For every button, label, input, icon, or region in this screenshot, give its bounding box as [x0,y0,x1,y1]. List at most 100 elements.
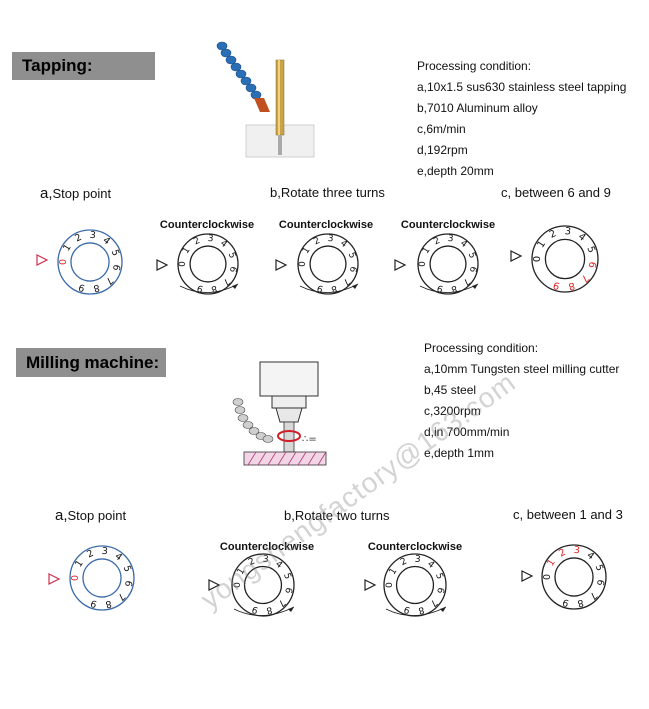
dial-digit-1: 1 [387,566,399,577]
dial-digit-7: 7 [578,272,590,284]
tapping-condition-b: b,7010 Aluminum alloy [417,101,538,115]
tapping-pointer-1-icon [156,259,169,271]
dial-digit-0: 0 [532,256,543,262]
milling-conditions-title: Processing condition: [424,341,539,355]
dial-digit-5: 5 [346,251,357,260]
milling-pointer-result-icon [521,570,534,582]
milling-condition-a: a,10mm Tungsten steel milling cutter [424,362,620,376]
milling-label: Milling machine: [16,348,166,377]
dial-digit-2: 2 [557,547,567,560]
tapping-ccw-label-1: Counterclockwise [159,219,255,231]
dial-digit-0: 0 [298,261,308,267]
dial-digit-5: 5 [281,572,293,581]
dial-digit-8: 8 [210,283,218,294]
tapping-conditions-title: Processing condition: [417,59,532,73]
dial-digit-8: 8 [265,604,273,616]
milling-condition-c: c,3200rpm [424,404,481,418]
dial-digit-5: 5 [593,563,605,572]
dial-digit-1: 1 [535,239,548,250]
tapping-ccw-label-3: Counterclockwise [400,219,496,231]
tapping-pointer-2-icon [275,259,288,271]
dial-digit-6: 6 [122,579,134,587]
dial-digit-3: 3 [207,234,214,245]
dial-digit-9: 9 [402,603,411,615]
dial-digit-1: 1 [301,246,313,256]
tapping-step-a-lead: a, [40,185,53,202]
dial-digit-3: 3 [89,230,96,242]
milling-pointer-1-icon [208,579,221,591]
tapping-condition-e: e,depth 20mm [417,164,494,178]
tapping-step-b: b,Rotate three turns [270,185,385,200]
dial-digit-7: 7 [460,276,471,287]
dial-digit-9: 9 [196,282,205,293]
milling-rotation-arrow-1 [233,606,295,616]
dial-digit-1: 1 [61,242,74,253]
dial-digit-1: 1 [73,558,86,569]
dial-digit-4: 4 [576,231,588,244]
dial-digit-6: 6 [347,265,358,273]
dial-digit-6: 6 [227,265,238,273]
dial-digit-1: 1 [181,246,193,256]
dial-digit-4: 4 [101,235,113,247]
dial-digit-2: 2 [432,236,442,248]
dial-digit-4: 4 [273,559,285,571]
tapping-condition-d: d,192rpm [417,143,468,157]
tapping-ccw-label-2: Counterclockwise [278,219,374,231]
dial-digit-7: 7 [115,590,127,602]
dial-digit-7: 7 [587,589,599,601]
milling-step-a-lead: a, [55,507,68,524]
dial-digit-8: 8 [92,282,101,294]
dial-digit-0: 0 [178,261,188,267]
dial-digit-5: 5 [109,248,121,257]
svg-text:∴=: ∴= [302,434,317,445]
milling-pointer-2-icon [364,579,377,591]
dial-digit-3: 3 [327,234,334,245]
dial-digit-8: 8 [576,597,585,609]
dial-digit-8: 8 [417,604,425,616]
dial-digit-3: 3 [447,234,454,245]
dial-digit-4: 4 [113,551,125,563]
dial-digit-3: 3 [564,226,571,238]
dial-digit-2: 2 [192,236,202,248]
dial-digit-4: 4 [458,239,469,251]
dial-digit-3: 3 [414,554,421,566]
tapping-pointer-3-icon [394,259,407,271]
dial-digit-8: 8 [450,283,458,294]
tapping-condition-c: c,6m/min [417,122,466,136]
tapping-conditions: Processing condition: a,10x1.5 sus630 st… [417,56,626,182]
dial-digit-4: 4 [338,239,349,251]
dial-digit-0: 0 [70,575,81,581]
dial-digit-5: 5 [433,572,445,581]
tapping-pointer-stop-icon [36,254,49,266]
dial-digit-4: 4 [425,559,437,571]
milling-condition-b: b,45 steel [424,383,477,397]
tapping-pointer-result-icon [510,250,523,262]
dial-digit-7: 7 [340,276,351,287]
tapping-rotation-arrow-1 [179,283,239,293]
dial-digit-2: 2 [73,232,83,245]
dial-digit-0: 0 [58,259,69,265]
dial-digit-2: 2 [247,556,257,568]
dial-digit-7: 7 [275,597,287,609]
dial-digit-3: 3 [262,554,269,566]
dial-digit-6: 6 [282,586,294,594]
dial-digit-2: 2 [312,236,322,248]
milling-step-c: c, between 1 and 3 [513,507,623,522]
dial-digit-5: 5 [226,251,237,260]
dial-digit-6: 6 [467,265,478,273]
tapping-illustration [216,41,315,158]
dial-digit-0: 0 [232,582,243,588]
dial-digit-7: 7 [103,274,115,286]
dial-digit-9: 9 [552,279,561,291]
dial-digit-9: 9 [561,596,570,608]
tapping-step-a-text: Stop point [52,186,112,201]
dial-digit-6: 6 [110,263,122,271]
milling-step-a-text: Stop point [67,508,127,523]
